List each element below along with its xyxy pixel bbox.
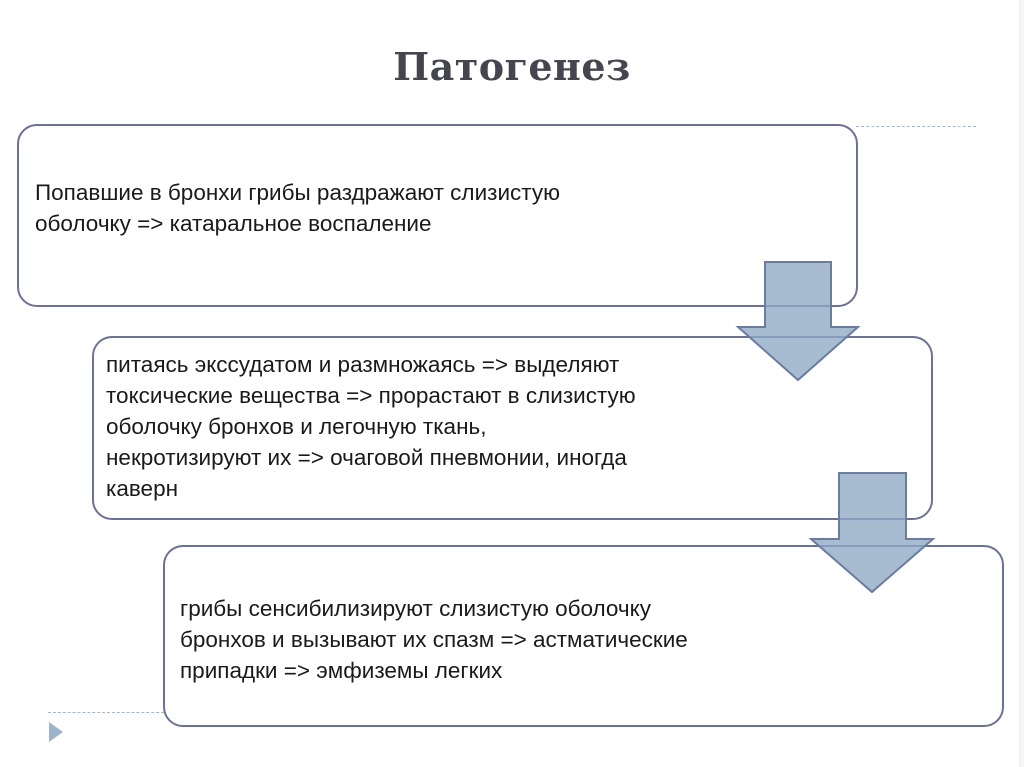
step-2-text: питаясь экссудатом и размножаясь => выде… [106, 351, 636, 501]
process-step-3: грибы сенсибилизируют слизистую оболочку… [163, 545, 1004, 727]
play-triangle-icon [49, 722, 63, 742]
process-step-1: Попавшие в бронхи грибы раздражают слизи… [17, 124, 858, 307]
decorative-dashed-line-bottom [48, 712, 164, 713]
decorative-dashed-line-top [856, 126, 976, 127]
step-1-text: Попавшие в бронхи грибы раздражают слизи… [35, 179, 560, 236]
process-step-2: питаясь экссудатом и размножаясь => выде… [92, 336, 933, 520]
slide-title: Патогенез [393, 44, 631, 89]
step-3-text: грибы сенсибилизируют слизистую оболочку… [180, 595, 688, 683]
slide-edge [1019, 0, 1024, 767]
